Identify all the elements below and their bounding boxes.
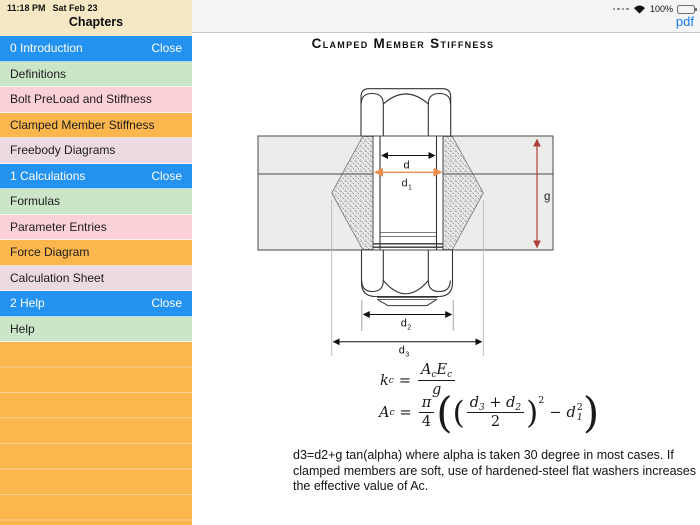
dimension-d2-subscript: 2 [407, 325, 411, 332]
top-nav-bar [192, 0, 700, 33]
fraction: AcEc g [418, 362, 456, 399]
math-var: k [380, 372, 389, 389]
close-button[interactable]: Close [151, 168, 182, 183]
dimension-d1-subscript: 1 [408, 185, 412, 192]
bolt-head [360, 88, 452, 136]
sidebar-empty-rows [0, 342, 192, 525]
pdf-link[interactable]: pdf [675, 14, 694, 29]
chapter-list: 0 Introduction Close Definitions Bolt Pr… [0, 36, 192, 342]
content-area: 100% pdf Clamped Member Stiffness [192, 0, 700, 525]
sidebar-item-label: Definitions [10, 66, 67, 81]
open-paren: ( [452, 394, 465, 431]
status-time: 11:18 PM [7, 3, 46, 13]
sidebar-item-label: Parameter Entries [10, 219, 107, 234]
sidebar-item-label: Calculation Sheet [10, 270, 105, 285]
sidebar-item-2-help[interactable]: 2 Help Close [0, 291, 192, 317]
clamped-member-diagram: d d 1 g d 2 d 3 [257, 88, 554, 359]
close-paren: ) [526, 394, 539, 431]
close-button[interactable]: Close [151, 41, 182, 55]
battery-percentage: 100% [649, 4, 673, 14]
pressure-cone-right [442, 136, 484, 250]
sup-sub-stack: 2 1 [576, 402, 583, 423]
sidebar-item-label: Help [10, 321, 35, 336]
open-paren: ( [436, 388, 453, 437]
d2-extension-lines [361, 300, 454, 331]
sidebar-item-0-introduction[interactable]: 0 Introduction Close [0, 36, 192, 62]
fraction: d3 + d2 2 [466, 395, 525, 432]
dimension-d3-subscript: 3 [405, 352, 409, 359]
sidebar-item-1-calculations[interactable]: 1 Calculations Close [0, 163, 192, 189]
sidebar-item-label: 1 Calculations [10, 168, 86, 183]
fraction: π 4 [418, 395, 435, 432]
dimension-d3-label: d [399, 345, 405, 357]
sidebar-item-label: Force Diagram [10, 245, 90, 259]
sidebar-item-clamped-member-stiffness[interactable]: Clamped Member Stiffness [0, 112, 192, 138]
wifi-icon [633, 5, 645, 14]
math-var: A [379, 405, 390, 421]
status-date: Sat Feb 23 [52, 3, 98, 13]
status-bar-right: 100% [612, 4, 697, 14]
washer-lines [373, 243, 443, 248]
dimension-d1-label: d [402, 178, 408, 190]
sidebar-item-freebody-diagrams[interactable]: Freebody Diagrams [0, 138, 192, 164]
battery-icon [677, 4, 697, 14]
sidebar-item-parameter-entries[interactable]: Parameter Entries [0, 214, 192, 240]
sidebar-item-label: 2 Help [10, 296, 45, 310]
sidebar-item-label: 0 Introduction [10, 41, 83, 55]
sidebar-item-bolt-preload[interactable]: Bolt PreLoad and Stiffness [0, 87, 192, 113]
sidebar-title: Chapters [68, 15, 124, 29]
sidebar-item-label: Clamped Member Stiffness [10, 117, 155, 132]
sidebar-header: 11:18 PM Sat Feb 23 Chapters [0, 0, 192, 36]
note-text: d3=d2+g tan(alpha) where alpha is taken … [293, 448, 700, 495]
chapters-sidebar: 11:18 PM Sat Feb 23 Chapters 0 Introducti… [0, 0, 192, 525]
status-bar-left: 11:18 PM Sat Feb 23 [7, 3, 98, 13]
dimension-g-label: g [544, 191, 550, 203]
sidebar-item-label: Freebody Diagrams [10, 143, 116, 157]
exponent: 2 [538, 395, 545, 406]
nut [360, 250, 454, 307]
dimension-d2-label: d [401, 318, 407, 330]
pressure-cone-left [331, 136, 374, 250]
cellular-signal-icon [612, 7, 629, 11]
sidebar-item-calculation-sheet[interactable]: Calculation Sheet [0, 265, 192, 291]
thread-lines [380, 232, 436, 237]
dimension-d-label: d [403, 160, 409, 172]
clamped-plates [257, 135, 554, 251]
sidebar-item-label: Bolt PreLoad and Stiffness [10, 92, 152, 106]
bolt-shank [379, 136, 438, 250]
sidebar-item-definitions[interactable]: Definitions [0, 61, 192, 87]
nut-chamfer [377, 299, 437, 307]
close-paren: ) [582, 388, 600, 437]
d3-extension-lines [331, 200, 484, 356]
page-title: Clamped Member Stiffness [311, 36, 495, 51]
close-button[interactable]: Close [151, 296, 182, 310]
sidebar-item-force-diagram[interactable]: Force Diagram [0, 240, 192, 266]
note-line: d3=d2+g tan(alpha) where alpha is taken … [293, 448, 674, 462]
sidebar-item-help[interactable]: Help [0, 316, 192, 342]
note-line: the effective value of Ac. [293, 479, 429, 494]
note-line: clamped members are soft, use of hardene… [293, 463, 696, 478]
sidebar-item-label: Formulas [10, 194, 61, 208]
sidebar-item-formulas[interactable]: Formulas [0, 189, 192, 215]
